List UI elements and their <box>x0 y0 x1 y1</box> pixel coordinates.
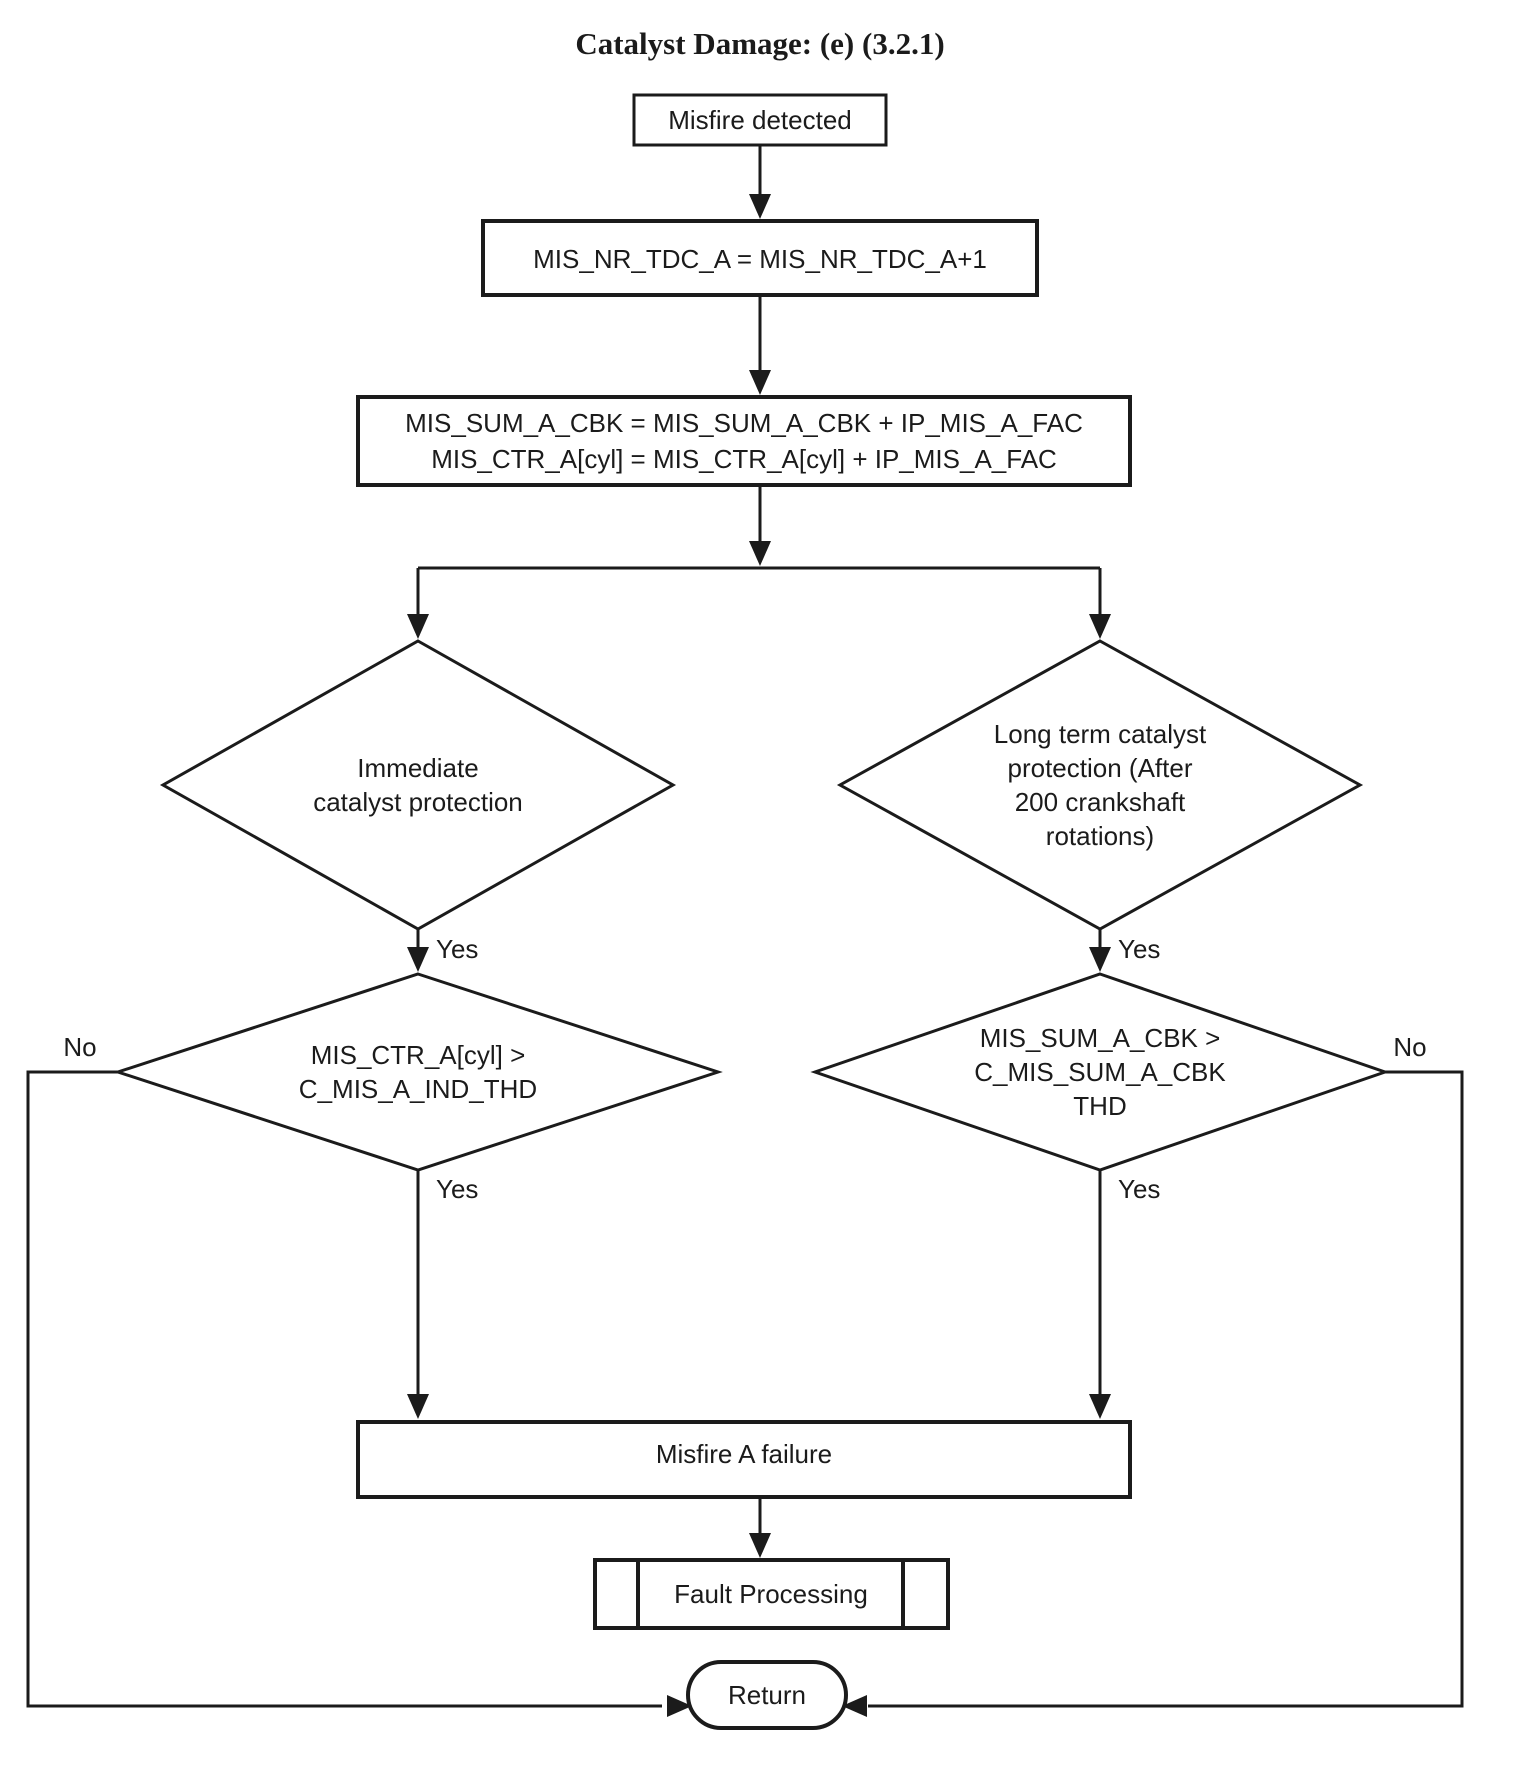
decision-long-term-protection <box>836 639 1364 931</box>
failure-label: Misfire A failure <box>656 1439 832 1469</box>
fault-processing-label: Fault Processing <box>674 1579 868 1609</box>
arrowhead-into-failure-left <box>407 1394 429 1419</box>
start-label: Misfire detected <box>668 105 852 135</box>
decision-ctr-threshold <box>113 972 723 1172</box>
return-node <box>686 1660 848 1730</box>
no-label-sum: No <box>1393 1032 1426 1062</box>
arrowhead-into-split <box>749 541 771 566</box>
decision-sum-threshold <box>810 972 1390 1172</box>
ctr-threshold-label-line2: C_MIS_A_IND_THD <box>299 1074 537 1104</box>
increment-label: MIS_NR_TDC_A = MIS_NR_TDC_A+1 <box>533 244 987 274</box>
arrowhead-into-failure-right <box>1089 1394 1111 1419</box>
accumulate-label-line2: MIS_CTR_A[cyl] = MIS_CTR_A[cyl] + IP_MIS… <box>431 444 1057 474</box>
arrowhead-into-fault-processing <box>749 1533 771 1558</box>
increment-node <box>481 219 1039 297</box>
arrowhead-into-immediate <box>407 614 429 639</box>
yes-label-ctr: Yes <box>436 1174 478 1204</box>
long-term-protection-label-line4: rotations) <box>1046 821 1154 851</box>
arrowhead-into-return-right <box>842 1695 867 1717</box>
start-node <box>632 93 888 147</box>
arrowhead-into-ctr-threshold <box>407 947 429 972</box>
immediate-protection-label-line1: Immediate <box>357 753 478 783</box>
decision-immediate-protection <box>159 639 677 931</box>
long-term-protection-label-line2: protection (After <box>1008 753 1193 783</box>
yes-label-long-term: Yes <box>1118 934 1160 964</box>
sum-threshold-label-line1: MIS_SUM_A_CBK > <box>980 1023 1221 1053</box>
immediate-protection-label-line2: catalyst protection <box>313 787 523 817</box>
accumulate-node <box>356 395 1132 487</box>
ctr-threshold-label-line1: MIS_CTR_A[cyl] > <box>311 1040 526 1070</box>
diagram-title: Catalyst Damage: (e) (3.2.1) <box>575 26 944 61</box>
edge-sum-no-to-return <box>868 1070 1464 1708</box>
return-label: Return <box>728 1680 806 1710</box>
arrowhead-into-accumulate <box>749 370 771 395</box>
sum-threshold-label-line3: THD <box>1073 1091 1126 1121</box>
arrowhead-into-long-term <box>1089 614 1111 639</box>
accumulate-label-line1: MIS_SUM_A_CBK = MIS_SUM_A_CBK + IP_MIS_A… <box>405 408 1083 438</box>
long-term-protection-label-line3: 200 crankshaft <box>1015 787 1186 817</box>
arrowhead-into-return-left <box>667 1695 692 1717</box>
yes-label-immediate: Yes <box>436 934 478 964</box>
no-label-ctr: No <box>63 1032 96 1062</box>
sum-threshold-label-line2: C_MIS_SUM_A_CBK <box>974 1057 1226 1087</box>
arrowhead-into-increment <box>749 194 771 219</box>
fault-processing-node <box>593 1558 950 1630</box>
failure-node <box>356 1420 1132 1499</box>
long-term-protection-label-line1: Long term catalyst <box>994 719 1207 749</box>
yes-label-sum: Yes <box>1118 1174 1160 1204</box>
arrowhead-into-sum-threshold <box>1089 947 1111 972</box>
edge-ctr-no-to-return <box>26 1070 662 1708</box>
